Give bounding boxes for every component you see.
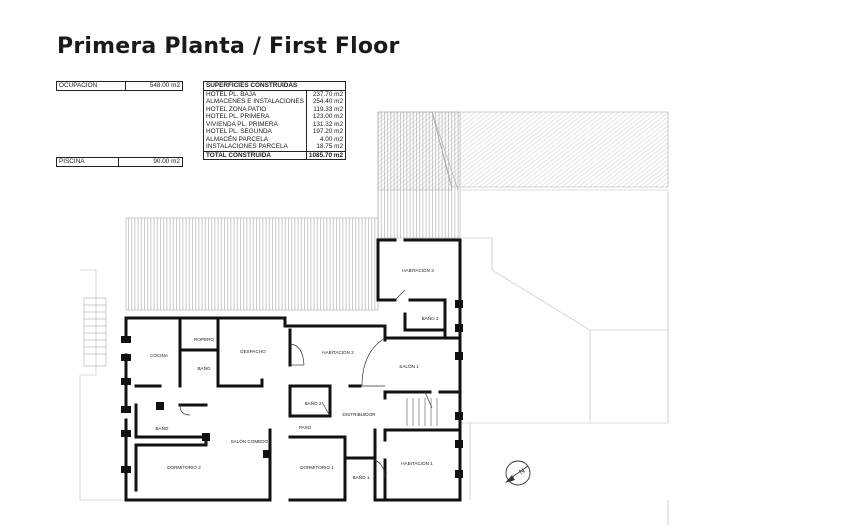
- room-label-paso: PASO: [299, 425, 312, 430]
- columns: [121, 300, 463, 478]
- piscina-value: 90.00 m2: [117, 157, 184, 167]
- piscina-row: PISCINA 90.00 m2: [56, 157, 184, 167]
- room-label-habitacion3: HABITACIÓN 3: [402, 267, 434, 273]
- stair-east: [406, 398, 438, 426]
- north-arrow-head: [505, 475, 515, 483]
- room-label-despacho: DESPACHO: [240, 349, 266, 354]
- ocupacion-row: OCUPACIÓN 548.00 m2: [55, 81, 183, 91]
- room-label-bano-a: BAÑO: [197, 365, 210, 371]
- north-arrow-label: N: [518, 468, 526, 477]
- site-outline: [79, 189, 669, 525]
- roof-hatching: [125, 111, 669, 311]
- door-swings: [179, 289, 433, 479]
- page-title: Primera Planta / First Floor: [57, 34, 400, 59]
- superficies-total-value: 1085.70 m2: [305, 150, 347, 160]
- north-arrow-circle: [505, 460, 531, 486]
- superficies-row-value: 197.20 m2: [305, 128, 347, 136]
- room-label-habitacion1: HABITACIÓN 1: [401, 460, 433, 466]
- room-label-bano2: BAÑO 2: [305, 400, 322, 406]
- room-label-salon-comedor: SALÓN COMEDOR: [231, 438, 273, 444]
- superficies-total-row: TOTAL CONSTRUIDA 1085.70 m2: [203, 150, 347, 160]
- north-arrow: N: [505, 460, 531, 486]
- ocupacion-label: OCUPACIÓN: [55, 81, 127, 91]
- room-label-bano-b: BAÑO: [155, 425, 168, 431]
- superficies-row-value: 131.32 m2: [305, 120, 347, 128]
- ocupacion-table: OCUPACIÓN 548.00 m2: [55, 81, 183, 91]
- room-labels: COCINA ROPERO DESPACHO BAÑO HABITACIÓN 2…: [150, 267, 439, 480]
- superficies-row-value: 18.75 m2: [305, 143, 347, 151]
- superficies-row-value: 4.00 m2: [305, 135, 347, 143]
- room-label-dormitorio1: DORMITORIO 1: [300, 465, 334, 470]
- room-label-ropero: ROPERO: [194, 337, 214, 342]
- superficies-row-value: 237.70 m2: [305, 90, 347, 98]
- superficies-row-value: 123.00 m2: [305, 113, 347, 121]
- superficies-header-row: SUPERFICIES CONSTRUIDAS: [202, 81, 347, 91]
- superficies-header: SUPERFICIES CONSTRUIDAS: [202, 81, 347, 91]
- superficies-row-value: 119.33 m2: [305, 105, 347, 113]
- room-label-dormitorio2: DORMITORIO 2: [167, 465, 201, 470]
- walls: [124, 238, 462, 502]
- room-label-distribuidor: DISTRIBUIDOR: [343, 412, 377, 417]
- room-label-bano1: BAÑO 1: [353, 474, 370, 480]
- ocupacion-value: 548.00 m2: [125, 81, 183, 91]
- room-label-salon1: SALÓN 1: [399, 363, 419, 369]
- stair-left: [83, 297, 107, 367]
- room-label-habitacion2: HABITACIÓN 2: [322, 349, 354, 355]
- superficies-row-value: 254.40 m2: [305, 98, 347, 106]
- piscina-table: PISCINA 90.00 m2: [56, 157, 184, 167]
- room-label-bano3: BAÑO 3: [422, 315, 439, 321]
- room-label-cocina: COCINA: [150, 353, 169, 358]
